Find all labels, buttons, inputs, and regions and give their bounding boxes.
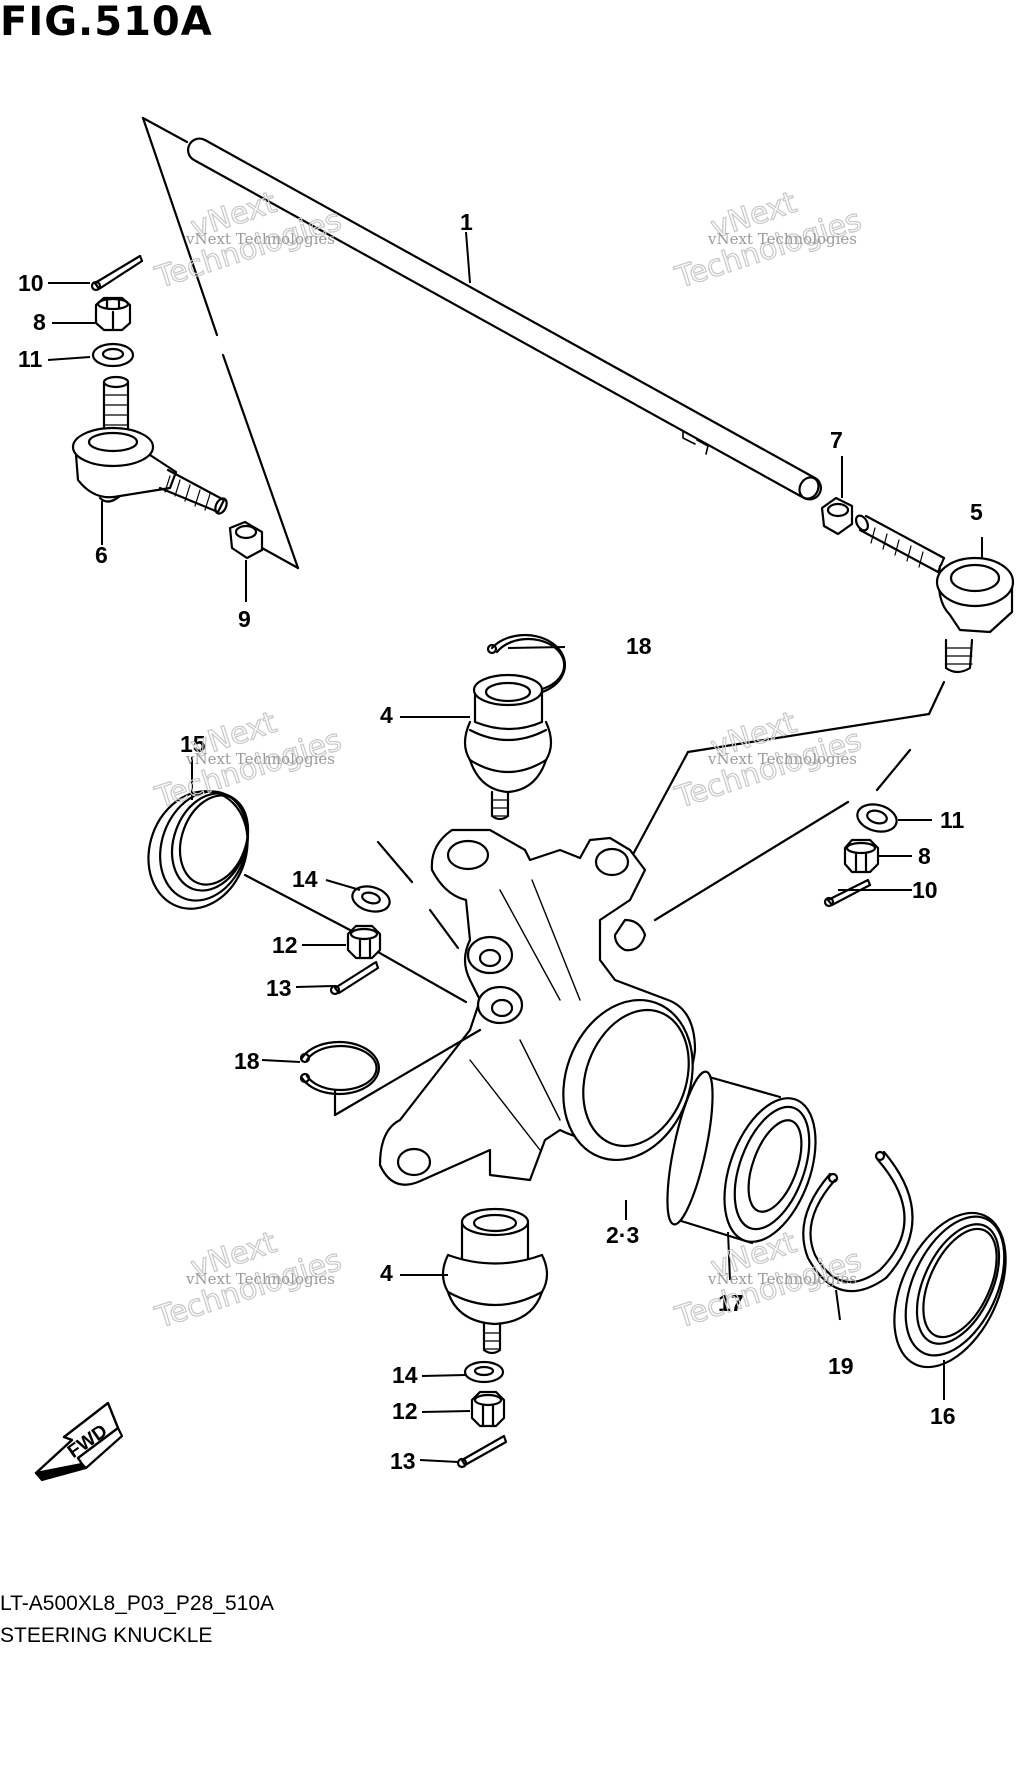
callout-10-right: 10 — [912, 877, 938, 903]
callout-8-right: 8 — [918, 843, 931, 869]
watermark-5: vNext Technologies vNext Technologies — [150, 1225, 346, 1337]
washer-upper-14-part — [351, 885, 391, 913]
tie-rod-group-bracket — [141, 116, 300, 570]
callout-14-upper: 14 — [292, 866, 318, 892]
wheel-bearing-part — [666, 1070, 817, 1250]
forward-arrow-icon — [34, 1401, 124, 1482]
callout-9: 9 — [238, 606, 251, 632]
callout-16: 16 — [930, 1403, 956, 1429]
callouts: 1 2·3 4 4 5 6 7 8 8 9 10 10 11 11 12 12 … — [18, 209, 983, 1474]
callout-10-upper: 10 — [18, 270, 44, 296]
callout-11-upper: 11 — [18, 346, 43, 372]
callout-1: 1 — [460, 209, 473, 235]
cotter-pin-part — [90, 254, 144, 292]
watermark-caption: vNext Technologies — [707, 1270, 857, 1288]
watermark-2: vNext Technologies vNext Technologies — [670, 185, 866, 297]
washer-lower-14-part — [463, 1360, 505, 1384]
model-code: LT-A500XL8_P03_P28_510A — [0, 1592, 275, 1615]
callout-17: 17 — [718, 1290, 744, 1316]
watermark-caption: vNext Technologies — [185, 750, 335, 768]
cotter-pin-right-part — [823, 878, 872, 908]
callout-4-lower: 4 — [380, 1260, 393, 1286]
section-name: STEERING KNUCKLE — [0, 1624, 213, 1647]
tie-rod-end-bracket — [628, 680, 946, 922]
callout-6: 6 — [95, 542, 108, 568]
watermark-6: vNext Technologies vNext Technologies — [670, 1225, 866, 1337]
callout-19: 19 — [828, 1353, 854, 1379]
watermark-caption: vNext Technologies — [707, 230, 857, 248]
watermark-caption: vNext Technologies — [707, 750, 857, 768]
washer-right-part — [856, 803, 898, 833]
figure-title: FIG.510A — [0, 0, 213, 45]
castle-nut-lower-12-part — [470, 1390, 506, 1428]
tie-rod-end-right-part — [855, 514, 1015, 674]
castle-nut-part — [94, 296, 132, 332]
callout-11-right: 11 — [940, 807, 965, 833]
callout-15: 15 — [180, 731, 206, 757]
snap-ring-19-part — [802, 1150, 914, 1293]
ball-joint-lower-part — [441, 1207, 549, 1355]
oil-seal-lower-part — [893, 1211, 1007, 1369]
watermark-caption: vNext Technologies — [185, 230, 335, 248]
cotter-pin-upper-13-part — [329, 960, 380, 996]
callout-13-upper: 13 — [266, 975, 292, 1001]
cotter-pin-lower-13-part — [456, 1434, 508, 1469]
ball-joint-upper-part — [463, 673, 553, 821]
oil-seal-upper-part — [147, 790, 250, 910]
callout-5: 5 — [970, 499, 983, 525]
watermark-4: vNext Technologies vNext Technologies — [670, 705, 866, 817]
knuckle-upper-bracket — [243, 840, 468, 1004]
watermark-caption: vNext Technologies — [185, 1270, 335, 1288]
callout-12-upper: 12 — [272, 932, 298, 958]
callout-2-3: 2·3 — [606, 1222, 639, 1248]
callout-14-lower: 14 — [392, 1362, 418, 1388]
lock-nut-left-part — [228, 520, 264, 560]
steering-knuckle-part — [378, 828, 697, 1186]
lock-nut-right-part — [820, 496, 854, 536]
tie-rod-part — [187, 137, 822, 501]
callout-18-lower: 18 — [234, 1048, 260, 1074]
callout-8-upper: 8 — [33, 309, 46, 335]
castle-nut-right-part — [843, 838, 880, 874]
callout-18-upper: 18 — [626, 633, 652, 659]
washer-part — [91, 342, 135, 368]
snap-ring-lower-part — [299, 1040, 381, 1096]
snap-ring-lower-bracket — [333, 1028, 482, 1117]
callout-4-upper: 4 — [380, 702, 393, 728]
castle-nut-upper-12-part — [346, 924, 382, 960]
tie-rod-end-left-part — [71, 375, 228, 515]
callout-13-lower: 13 — [390, 1448, 416, 1474]
callout-7: 7 — [830, 427, 843, 453]
watermark-3: vNext Technologies vNext Technologies — [150, 705, 346, 817]
callout-12-lower: 12 — [392, 1398, 418, 1424]
